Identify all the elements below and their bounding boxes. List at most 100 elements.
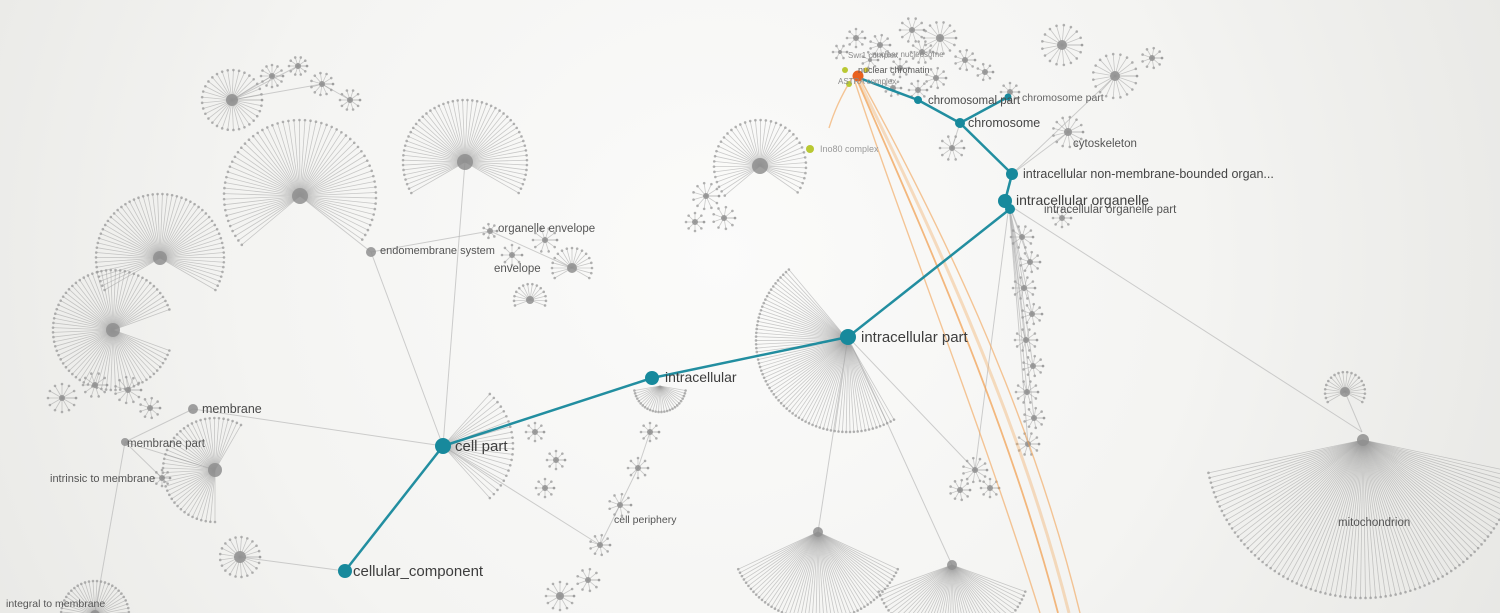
cluster-center-node[interactable] <box>319 81 325 87</box>
term-label[interactable]: intracellular <box>665 369 737 385</box>
cluster-center-node[interactable] <box>159 475 165 481</box>
term-label[interactable]: membrane part <box>127 438 206 450</box>
cluster-center-node[interactable] <box>933 75 939 81</box>
cluster-center-node[interactable] <box>1059 215 1065 221</box>
cluster-center-node[interactable] <box>125 387 131 393</box>
cluster-center-node[interactable] <box>1357 434 1369 446</box>
selected-node[interactable] <box>914 96 922 104</box>
term-label[interactable]: intracellular organelle <box>1016 192 1149 208</box>
term-cluster[interactable] <box>712 205 737 231</box>
highlighted-node-green[interactable] <box>846 81 852 87</box>
cluster-center-node[interactable] <box>188 404 198 414</box>
cluster-center-node[interactable] <box>121 438 129 446</box>
term-cluster[interactable] <box>889 57 911 79</box>
cluster-center-node[interactable] <box>692 219 698 225</box>
highlighted-node-green[interactable] <box>842 67 848 73</box>
term-label[interactable]: membrane <box>202 402 262 416</box>
cluster-center-node[interactable] <box>1007 89 1013 95</box>
term-cluster[interactable] <box>200 68 264 132</box>
term-label[interactable]: ASTRA complex <box>838 77 896 86</box>
term-label[interactable]: cell periphery <box>614 514 677 526</box>
term-label[interactable]: intracellular non-membrane-bounded organ… <box>1023 167 1274 181</box>
cluster-center-node[interactable] <box>347 97 353 103</box>
cluster-center-node[interactable] <box>269 73 275 79</box>
term-cluster[interactable] <box>1013 328 1039 352</box>
cluster-center-node[interactable] <box>106 323 120 337</box>
term-label[interactable]: cellular_component <box>353 563 484 580</box>
cluster-center-node[interactable] <box>1029 311 1035 317</box>
cluster-center-node[interactable] <box>208 463 222 477</box>
cluster-center-node[interactable] <box>987 485 993 491</box>
term-label[interactable]: cytoskeleton <box>1073 138 1137 150</box>
cluster-center-node[interactable] <box>982 69 988 75</box>
term-cluster[interactable] <box>861 50 880 70</box>
term-label[interactable]: nuclear nucleosome <box>872 50 944 59</box>
highlighted-node-ino80[interactable] <box>806 145 814 153</box>
term-cluster[interactable] <box>576 567 601 593</box>
term-cluster[interactable] <box>845 27 867 49</box>
cluster-center-node[interactable] <box>721 215 727 221</box>
term-cluster[interactable] <box>512 282 548 307</box>
cluster-center-node[interactable] <box>1031 415 1037 421</box>
cluster-center-node[interactable] <box>1019 234 1025 240</box>
cluster-center-node[interactable] <box>868 58 872 62</box>
term-cluster[interactable] <box>754 268 896 434</box>
term-cluster[interactable] <box>898 17 926 43</box>
cluster-center-node[interactable] <box>509 252 515 258</box>
term-label[interactable]: integral to membrane <box>6 598 105 610</box>
cluster-center-node[interactable] <box>1149 55 1155 61</box>
selected-node[interactable] <box>840 329 856 345</box>
cluster-center-node[interactable] <box>617 502 623 508</box>
selected-node[interactable] <box>1006 168 1018 180</box>
cluster-center-node[interactable] <box>567 263 577 273</box>
term-cluster[interactable] <box>608 492 633 518</box>
term-cluster[interactable] <box>121 438 129 446</box>
cluster-center-node[interactable] <box>936 34 944 42</box>
cluster-center-node[interactable] <box>295 63 301 69</box>
term-label[interactable]: chromosomal part <box>928 95 1021 107</box>
term-cluster[interactable] <box>1011 276 1037 300</box>
cluster-center-node[interactable] <box>1057 40 1067 50</box>
cluster-center-node[interactable] <box>897 65 903 71</box>
term-cluster[interactable] <box>633 385 687 414</box>
term-cluster[interactable] <box>222 118 378 247</box>
term-cluster[interactable] <box>884 78 903 98</box>
cluster-center-node[interactable] <box>752 158 768 174</box>
term-cluster[interactable] <box>949 478 972 502</box>
term-cluster[interactable] <box>152 468 172 488</box>
cluster-center-node[interactable] <box>1064 128 1072 136</box>
term-cluster[interactable] <box>877 560 1027 613</box>
term-label[interactable]: intracellular organelle part <box>1044 204 1177 216</box>
cluster-center-node[interactable] <box>838 50 842 54</box>
cluster-center-node[interactable] <box>972 467 978 473</box>
cluster-center-node[interactable] <box>647 429 653 435</box>
selected-node[interactable] <box>955 118 965 128</box>
term-cluster[interactable] <box>366 247 376 257</box>
term-cluster[interactable] <box>639 421 661 443</box>
cluster-center-node[interactable] <box>915 87 921 93</box>
cluster-center-node[interactable] <box>949 145 955 151</box>
cluster-center-node[interactable] <box>853 35 859 41</box>
term-cluster[interactable] <box>684 211 706 233</box>
term-cluster[interactable] <box>736 527 900 613</box>
selected-node[interactable] <box>1005 204 1015 214</box>
term-cluster[interactable] <box>589 533 612 557</box>
term-label[interactable]: intrinsic to membrane <box>50 473 155 485</box>
term-cluster[interactable] <box>1009 225 1035 249</box>
cluster-center-node[interactable] <box>92 382 98 388</box>
term-label[interactable]: endomembrane system <box>380 245 495 257</box>
selected-node[interactable] <box>338 564 352 578</box>
cluster-center-node[interactable] <box>542 485 548 491</box>
term-cluster[interactable] <box>1141 46 1164 70</box>
cluster-center-node[interactable] <box>597 542 603 548</box>
term-cluster[interactable] <box>114 375 143 405</box>
term-cluster[interactable] <box>626 456 650 480</box>
term-cluster[interactable] <box>46 382 78 414</box>
term-cluster[interactable] <box>962 456 989 484</box>
term-cluster[interactable] <box>922 21 958 55</box>
term-cluster[interactable] <box>1014 380 1040 404</box>
term-cluster[interactable] <box>1207 434 1500 600</box>
term-cluster[interactable] <box>81 372 109 398</box>
cluster-center-node[interactable] <box>1030 363 1036 369</box>
cluster-center-node[interactable] <box>292 188 308 204</box>
